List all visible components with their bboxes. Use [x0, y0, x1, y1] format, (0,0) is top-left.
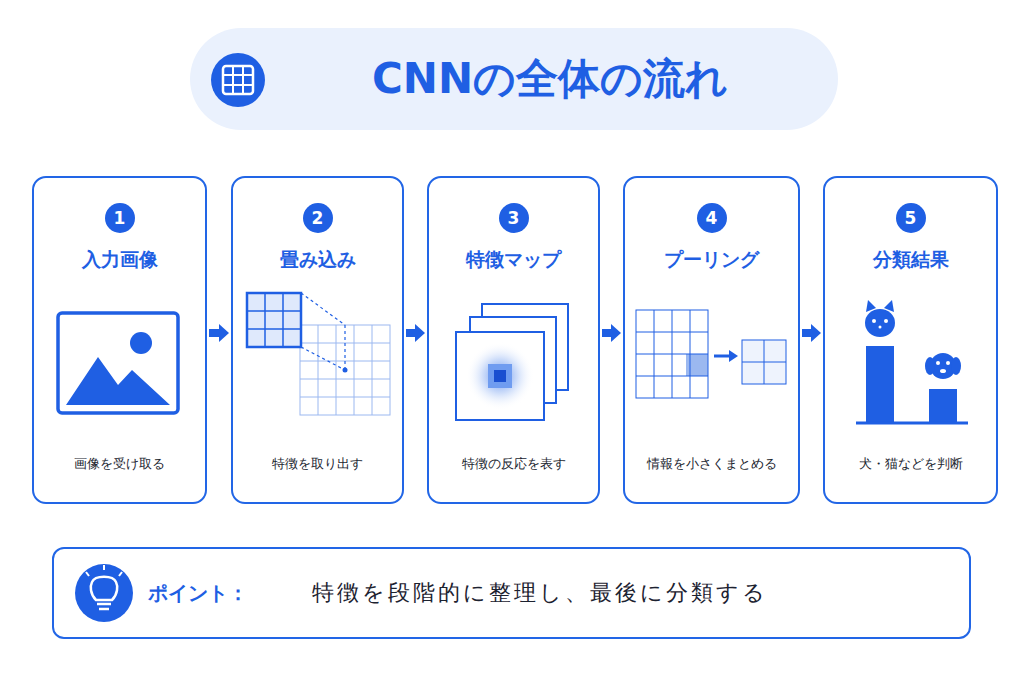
step-card: 特徴マップ特徴の反応を表す 3: [427, 176, 600, 504]
step-heading: プーリング: [625, 245, 798, 273]
step-card: 畳み込み特徴を取り出す 2: [231, 176, 404, 504]
step-number-text: 3: [508, 208, 520, 228]
flow-arrow: [802, 324, 821, 342]
step-number: 2: [303, 203, 333, 233]
step-number: 1: [105, 203, 135, 233]
title-text: CNNの全体の流れ: [372, 51, 728, 107]
step-number: 5: [896, 203, 926, 233]
pooling-grids: [636, 310, 786, 398]
title-pill: [190, 28, 838, 130]
convolution-grids: [247, 293, 390, 415]
flow-arrow: [209, 324, 229, 342]
step-description: 特徴を取り出す: [233, 454, 402, 474]
flow-arrow: [406, 324, 425, 342]
classification-bars: [856, 300, 968, 423]
point-label: ポイント：: [148, 579, 248, 607]
step-card: プーリング情報を小さくまとめる 4: [623, 176, 800, 504]
step-heading: 特徴マップ: [429, 245, 598, 273]
step-card: 入力画像画像を受け取る 1: [32, 176, 207, 504]
bulb-icon: [75, 564, 133, 622]
step-heading: 分類結果: [825, 245, 996, 273]
point-text: 特徴を段階的に整理し、最後に分類する: [312, 578, 768, 608]
step-description: 特徴の反応を表す: [429, 454, 598, 474]
step-number-text: 2: [312, 208, 324, 228]
flow-arrow: [602, 324, 621, 342]
feature-maps: [456, 304, 568, 420]
step-number-text: 1: [114, 208, 126, 228]
step-heading: 入力画像: [34, 245, 205, 273]
step-heading: 畳み込み: [233, 245, 402, 273]
step-description: 犬・猫などを判断: [825, 454, 996, 474]
step-number-text: 5: [905, 208, 917, 228]
point-box: ポイント： 特徴を段階的に整理し、最後に分類する: [52, 547, 971, 639]
step-description: 情報を小さくまとめる: [625, 454, 798, 474]
step-number: 4: [697, 203, 727, 233]
step-number: 3: [499, 203, 529, 233]
step-description: 画像を受け取る: [34, 454, 205, 474]
step-card: 分類結果犬・猫などを判断 5: [823, 176, 998, 504]
step-number-text: 4: [706, 208, 718, 228]
image-icon: [58, 313, 178, 413]
